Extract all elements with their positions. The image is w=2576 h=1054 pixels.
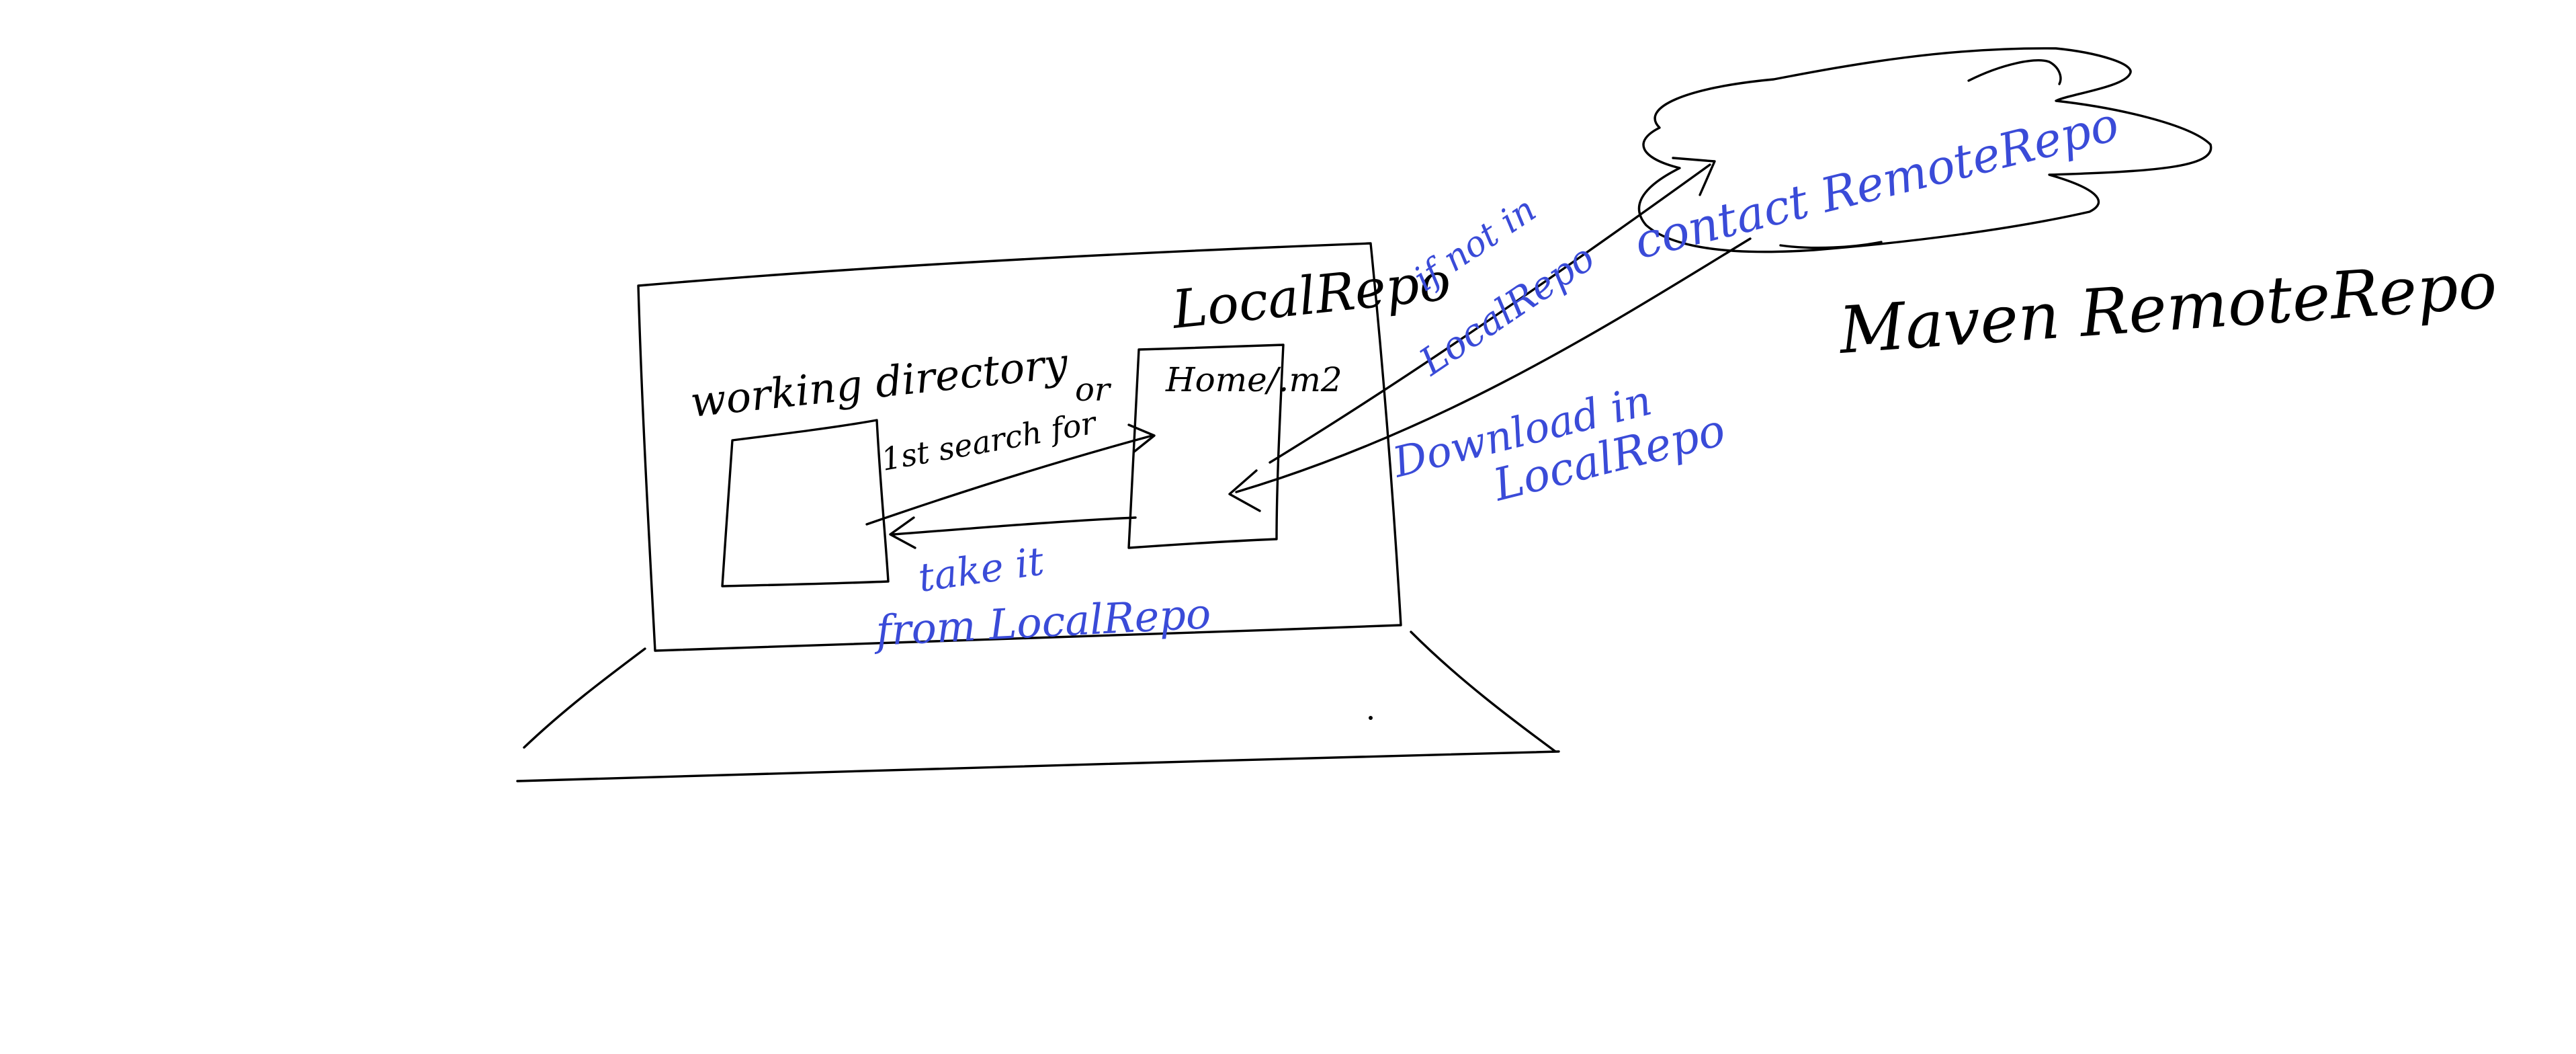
laptop-dot [1369,716,1373,720]
contact-arrow [1269,157,1716,464]
local-repo-box [1127,343,1285,549]
laptop-screen [637,242,1402,652]
first-search-label: 1st search for [879,404,1101,478]
working-directory-box [721,419,890,587]
maven-remote-label: Maven RemoteRepo [1836,247,2499,368]
take-arrow [889,516,1137,549]
laptop-base [516,631,1560,782]
home-m2-label: Home/.m2 [1165,360,1342,399]
remote-repo-cloud [1637,47,2213,253]
download-arrow [1228,237,1752,512]
working-directory-extra: or [1075,371,1112,409]
take-it-label: take it [915,538,1047,601]
search-arrow [865,423,1156,526]
working-directory-label: working directory [688,338,1071,427]
